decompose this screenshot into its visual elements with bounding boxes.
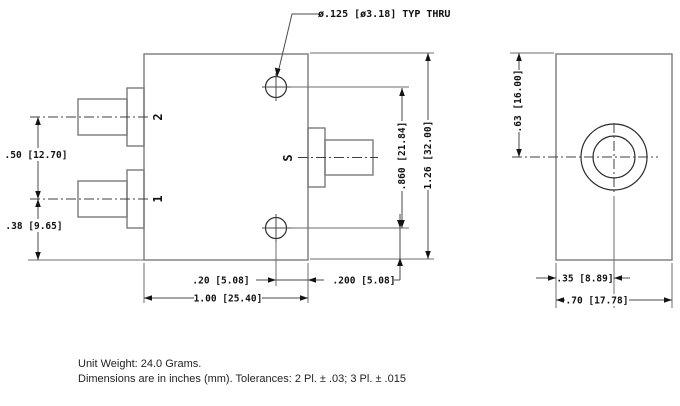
dim-hole-to-right-edge: .20 [5.08] xyxy=(192,276,249,287)
dim-overall-height: 1.26 [32.00] xyxy=(423,121,434,190)
port-label-1: 1 xyxy=(151,195,165,202)
dimension-text-masks xyxy=(5,70,629,306)
front-body-outline xyxy=(143,53,309,261)
dim-side-width: .70 [17.78] xyxy=(566,296,629,307)
note-unit-weight: Unit Weight: 24.0 Grams. xyxy=(78,358,201,370)
center-lines xyxy=(30,116,658,200)
dim-port-spacing: .50 [12.70] xyxy=(5,150,68,161)
hole-crosshairs xyxy=(262,73,291,242)
note-tolerances: Dimensions are in inches (mm). Tolerance… xyxy=(78,373,406,385)
top-hole-crosshair xyxy=(262,73,291,101)
front-view xyxy=(77,53,374,261)
port-label-s: S xyxy=(281,154,295,161)
dim-edge-to-center: .35 [8.89] xyxy=(556,274,613,285)
dim-hole-to-bottom-edge: .200 [5.08] xyxy=(333,276,396,287)
dim-overall-width: 1.00 [25.40] xyxy=(194,294,263,305)
dim-top-to-center: .63 [16.00] xyxy=(513,70,524,133)
port-label-2: 2 xyxy=(151,113,165,120)
hole-callout-leader xyxy=(276,13,320,78)
hole-callout-text: ø.125 [ø3.18] TYP THRU xyxy=(318,9,450,20)
dim-hole-spacing: .860 [21.84] xyxy=(397,122,408,191)
arrowheads xyxy=(35,53,672,303)
dim-port1-to-bottom: .38 [9.65] xyxy=(5,221,62,232)
bottom-hole-crosshair xyxy=(262,214,291,242)
texts: ø.125 [ø3.18] TYP THRU .50 [12.70] .38 [… xyxy=(5,9,629,385)
